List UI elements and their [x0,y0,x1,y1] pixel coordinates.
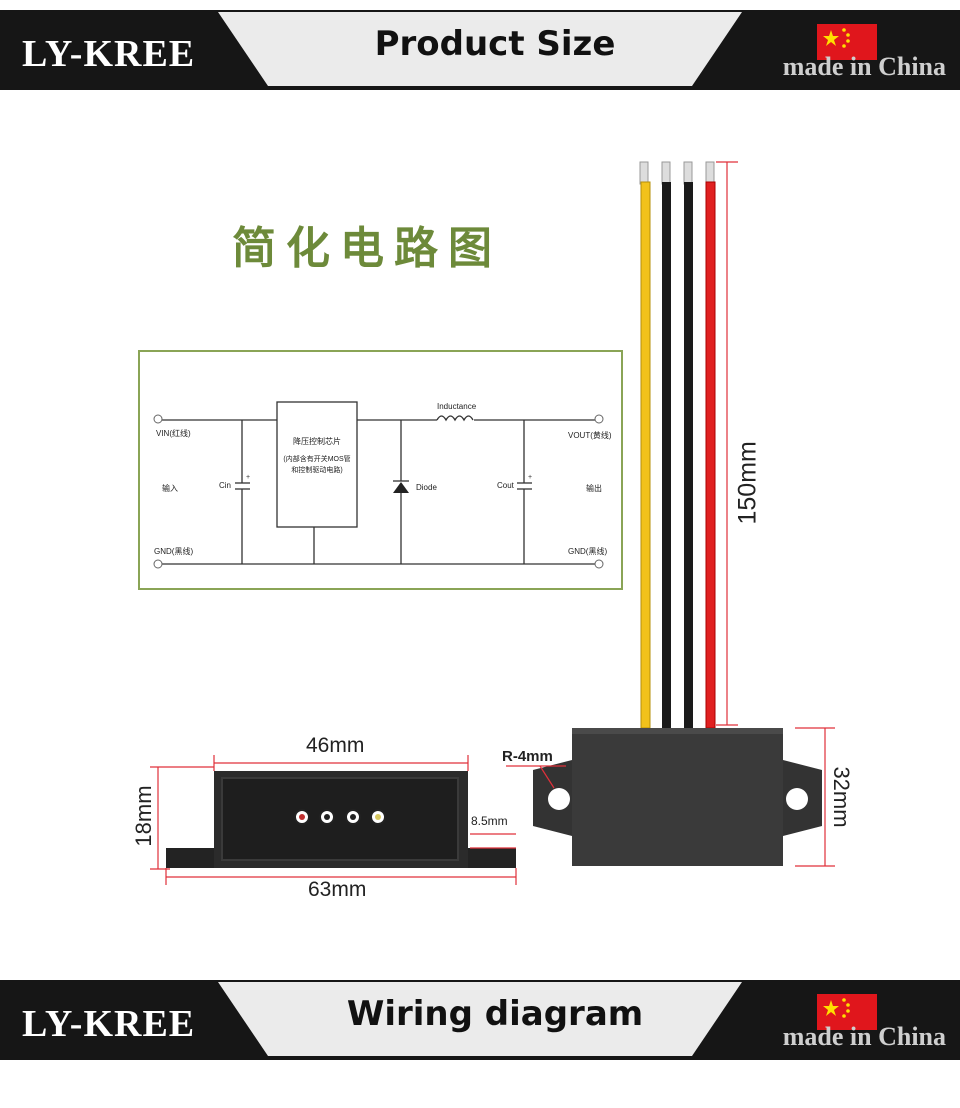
china-flag-icon [817,994,877,1030]
height-label: 18mm [131,785,156,847]
wire-bundle [639,161,716,729]
circuit-diagram: + + VIN(红线) GND(黑线) 输入 Cin 降压控制芯片 (内部含有开… [138,350,623,590]
footer-banner: LY-KREE Wiring diagram made in China [0,980,960,1060]
svg-text:+: + [246,474,250,481]
chip-title: 降压控制芯片 [293,437,341,446]
brand-logo: LY-KREE [22,1003,196,1045]
gnd-in-label: GND(黑线) [154,547,194,556]
section-title: Wiring diagram [346,994,644,1034]
section-title: Product Size [374,24,616,64]
wire-length-label: 150mm [733,441,762,525]
width-total-label: 63mm [308,878,367,901]
diode-label: Diode [416,483,437,492]
circuit-schematic: + + [153,401,604,569]
module-top-view [533,728,822,866]
cout-label: Cout [497,481,514,490]
circuit-title: 简化电路图 [232,223,502,274]
output-label: 输出 [586,484,602,493]
chip-desc-1: (内部含有开关MOS管 [283,456,351,463]
diode-icon [393,482,409,493]
width-inner-label: 46mm [306,734,365,757]
china-flag-icon [817,24,877,60]
footer-banner-bg [0,980,960,1060]
origin-label: made in China [782,52,946,81]
depth-label: 32mm [829,766,854,828]
chip-desc-2: 和控制驱动电路) [291,467,343,474]
vout-label: VOUT(黄线) [568,431,612,440]
brand-logo: LY-KREE [22,33,196,75]
mount-thickness-label: 8.5mm [471,814,508,828]
module-side-view [166,771,516,868]
radius-label: R-4mm [502,748,553,765]
input-label: 输入 [162,484,178,493]
header-banner-bg [0,10,960,90]
origin-label: made in China [782,1022,946,1051]
svg-text:+: + [528,474,532,481]
gnd-out-label: GND(黑线) [568,547,608,556]
inductance-label: Inductance [437,402,477,411]
cin-label: Cin [219,481,232,490]
vin-label: VIN(红线) [156,429,191,438]
header-banner: LY-KREE Product Size made in China [0,10,960,90]
